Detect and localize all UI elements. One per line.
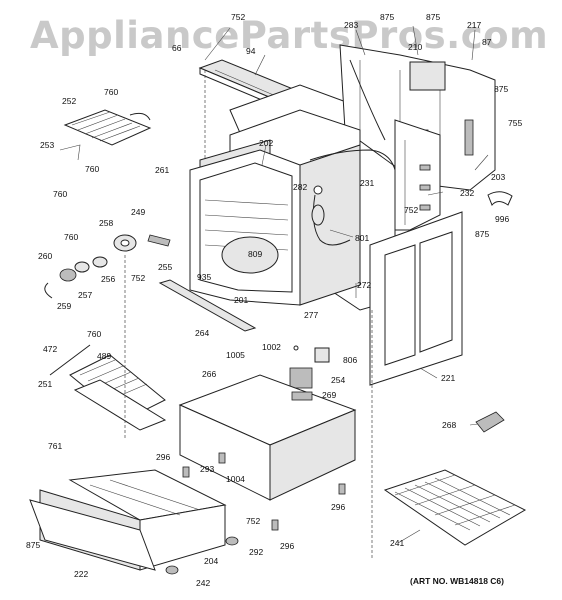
callout-261: 261 <box>155 165 169 175</box>
callout-241: 241 <box>390 538 404 548</box>
callout-221: 221 <box>441 373 455 383</box>
callout-875: 875 <box>26 540 40 550</box>
callout-242: 242 <box>196 578 210 588</box>
part-storage-drawer <box>29 469 227 571</box>
part-oven-cavity <box>189 109 361 306</box>
callout-254: 254 <box>331 375 345 385</box>
callout-201: 201 <box>234 295 248 305</box>
callout-257: 257 <box>78 290 92 300</box>
callout-292: 292 <box>249 547 263 557</box>
callout-875: 875 <box>380 12 394 22</box>
callout-755: 755 <box>508 118 522 128</box>
callout-266: 266 <box>202 369 216 379</box>
callout-217: 217 <box>467 20 481 30</box>
art-number: (ART NO. WB14818 C6) <box>410 576 504 586</box>
callout-210: 210 <box>408 42 422 52</box>
callout-258: 258 <box>99 218 113 228</box>
callout-251: 251 <box>38 379 52 389</box>
callout-760: 760 <box>53 189 67 199</box>
callout-283: 283 <box>344 20 358 30</box>
part-broil-element <box>59 109 152 161</box>
callout-293: 293 <box>200 464 214 474</box>
callout-296: 296 <box>156 452 170 462</box>
callout-232: 232 <box>460 188 474 198</box>
part-drawer-chassis <box>178 374 357 501</box>
callout-66: 66 <box>172 43 182 53</box>
leader-lines <box>124 25 489 560</box>
part-igniter-assembly <box>44 234 171 299</box>
callout-472: 472 <box>43 344 57 354</box>
callout-260: 260 <box>38 251 52 261</box>
callout-801: 801 <box>355 233 369 243</box>
callout-1004: 1004 <box>226 474 245 484</box>
callout-760: 760 <box>87 329 101 339</box>
callout-231: 231 <box>360 178 374 188</box>
callout-752: 752 <box>231 12 245 22</box>
part-small-brackets <box>475 191 513 433</box>
watermark: AppliancePartsPros.com <box>30 14 549 57</box>
callout-875: 875 <box>494 84 508 94</box>
callout-752: 752 <box>404 205 418 215</box>
callout-760: 760 <box>104 87 118 97</box>
callout-94: 94 <box>246 46 256 56</box>
callout-202: 202 <box>259 138 273 148</box>
callout-875: 875 <box>426 12 440 22</box>
part-bake-element <box>49 344 167 431</box>
callout-labels: 752 875 875 217 283 210 87 66 94 760 252… <box>26 12 522 588</box>
callout-806: 806 <box>343 355 357 365</box>
callout-760: 760 <box>85 164 99 174</box>
callout-268: 268 <box>442 420 456 430</box>
callout-203: 203 <box>491 172 505 182</box>
callout-996: 996 <box>495 214 509 224</box>
callout-760: 760 <box>64 232 78 242</box>
callout-489: 489 <box>97 351 111 361</box>
callout-296: 296 <box>331 502 345 512</box>
callout-752: 752 <box>246 516 260 526</box>
callout-204: 204 <box>204 556 218 566</box>
part-side-panel <box>394 119 441 231</box>
callout-249: 249 <box>131 207 145 217</box>
callout-272: 272 <box>357 280 371 290</box>
callout-277: 277 <box>304 310 318 320</box>
callout-222: 222 <box>74 569 88 579</box>
callout-752: 752 <box>131 273 145 283</box>
callout-761: 761 <box>48 441 62 451</box>
callout-87: 87 <box>482 37 492 47</box>
callout-253: 253 <box>40 140 54 150</box>
part-oven-rack <box>383 469 527 546</box>
callout-935: 935 <box>197 272 211 282</box>
callout-259: 259 <box>57 301 71 311</box>
callout-875: 875 <box>475 229 489 239</box>
callout-269: 269 <box>322 390 336 400</box>
callout-1005: 1005 <box>226 350 245 360</box>
callout-256: 256 <box>101 274 115 284</box>
part-front-frame <box>369 211 463 386</box>
part-wire-harness <box>309 149 396 246</box>
callout-255: 255 <box>158 262 172 272</box>
part-door-latch <box>289 345 330 389</box>
callout-1002: 1002 <box>262 342 281 352</box>
callout-264: 264 <box>195 328 209 338</box>
callout-809: 809 <box>248 249 262 259</box>
callout-296: 296 <box>280 541 294 551</box>
callout-252: 252 <box>62 96 76 106</box>
part-screws <box>165 452 346 575</box>
callout-282: 282 <box>293 182 307 192</box>
part-trim-strip <box>158 279 257 332</box>
